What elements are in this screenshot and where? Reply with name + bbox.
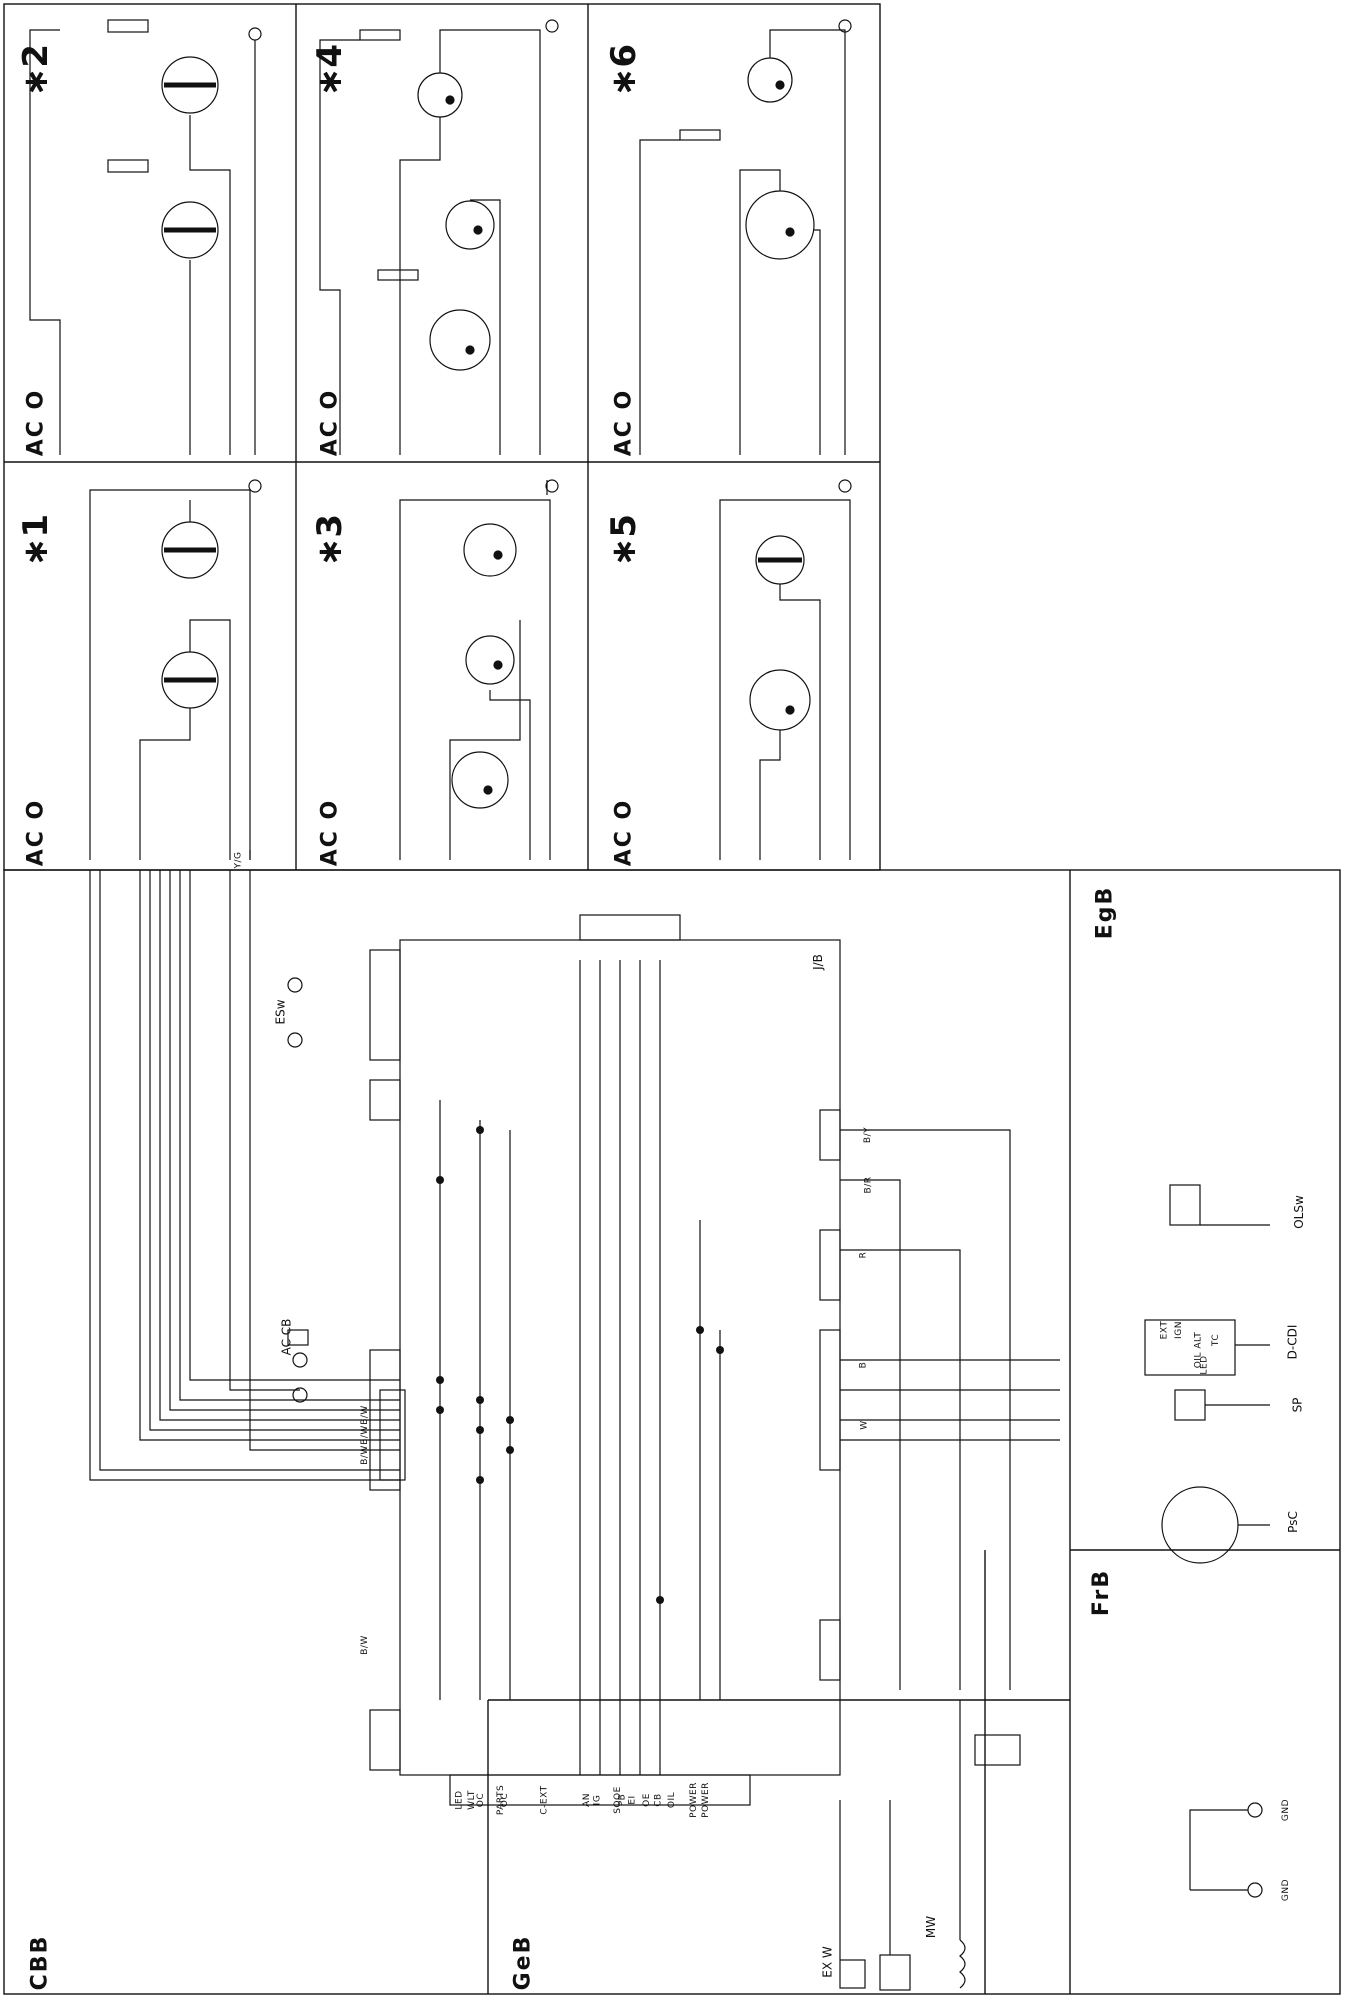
conn-label-14: POWER bbox=[688, 1782, 699, 1818]
panel-3-source: AC O bbox=[317, 798, 343, 867]
panel-2-label: ∗2 bbox=[16, 43, 57, 97]
conn-label-13: OIL bbox=[667, 1791, 678, 1809]
conn-label-5: C-EXT bbox=[539, 1785, 550, 1815]
ac-cb-label: AC CB bbox=[279, 1318, 294, 1356]
panel-3-label: ∗3 bbox=[310, 513, 351, 567]
panel-3-diagram bbox=[399, 479, 559, 860]
d-cdi-label: D-CDI bbox=[1285, 1324, 1300, 1360]
conn-label-2: OC bbox=[476, 1792, 487, 1808]
section-geb-label: GeB bbox=[510, 1934, 536, 1991]
wire-color-0: B/W bbox=[359, 1405, 370, 1425]
wire-color-5: B/Y bbox=[863, 1126, 874, 1144]
conn-label-15: POWER bbox=[700, 1782, 711, 1818]
panel-6-label: ∗6 bbox=[604, 43, 645, 97]
wire-color-3: B/W bbox=[359, 1635, 370, 1655]
panel-1-label: ∗1 bbox=[16, 513, 57, 567]
conn-label-6: AN bbox=[581, 1793, 592, 1807]
section-cbb-label: CBB bbox=[27, 1934, 53, 1991]
panel-4-diagram bbox=[319, 19, 559, 455]
wire-color-4: Y/G bbox=[233, 851, 244, 869]
gnd-2-label: GND bbox=[1281, 1878, 1292, 1902]
olsw-label: OLSw bbox=[1291, 1195, 1306, 1229]
mw-label: MW bbox=[924, 1915, 939, 1939]
panel-4-source: AC O bbox=[317, 388, 343, 457]
conn-label-7: IG bbox=[592, 1794, 603, 1806]
conn-label-10: EI bbox=[627, 1795, 638, 1805]
panel-2-source: AC O bbox=[23, 388, 49, 457]
pmc-label: PsC bbox=[1285, 1511, 1300, 1533]
wire-color-1: B/W bbox=[359, 1425, 370, 1445]
conn-label-0: LED bbox=[454, 1790, 465, 1810]
panel-6-diagram bbox=[639, 19, 852, 455]
conn-label-11: OE bbox=[641, 1793, 652, 1807]
panel-4-label: ∗4 bbox=[310, 43, 351, 97]
gnd-1-label: GND bbox=[1281, 1798, 1292, 1822]
wire-color-8: B bbox=[858, 1361, 869, 1369]
esw-label: ESw bbox=[273, 999, 288, 1025]
cdi-ext: EXT bbox=[1159, 1320, 1170, 1340]
panel-5-diagram bbox=[719, 479, 852, 860]
cdi-led: LED bbox=[1199, 1355, 1210, 1375]
panel-6-source: AC O bbox=[611, 388, 637, 457]
cdi-tag: TC bbox=[1211, 1333, 1222, 1347]
wire-color-6: B/R bbox=[863, 1176, 874, 1194]
main-frame bbox=[3, 869, 1341, 1995]
ex-w-label: EX W bbox=[820, 1946, 835, 1978]
panel-2-diagram bbox=[29, 19, 262, 455]
panel-1-source: AC O bbox=[23, 798, 49, 867]
panel-1-diagram bbox=[89, 479, 262, 860]
panel-5-label: ∗5 bbox=[604, 513, 645, 567]
section-egb-label: EgB bbox=[1092, 885, 1118, 940]
section-frb-label: FrB bbox=[1089, 1568, 1115, 1617]
conn-label-4: OC bbox=[500, 1792, 511, 1808]
wire-color-2: B/W bbox=[359, 1445, 370, 1465]
cdi-ign: IGN bbox=[1173, 1321, 1184, 1339]
conn-label-9: PB bbox=[617, 1793, 628, 1807]
wire-color-9: W bbox=[859, 1420, 870, 1430]
conn-label-12: CB bbox=[653, 1793, 664, 1807]
sp-label: SP bbox=[1290, 1397, 1305, 1413]
board-label: J/B bbox=[810, 954, 825, 970]
wire-color-7: R bbox=[858, 1251, 869, 1259]
top-panels-frame bbox=[3, 3, 881, 871]
panel-5-source: AC O bbox=[611, 798, 637, 867]
